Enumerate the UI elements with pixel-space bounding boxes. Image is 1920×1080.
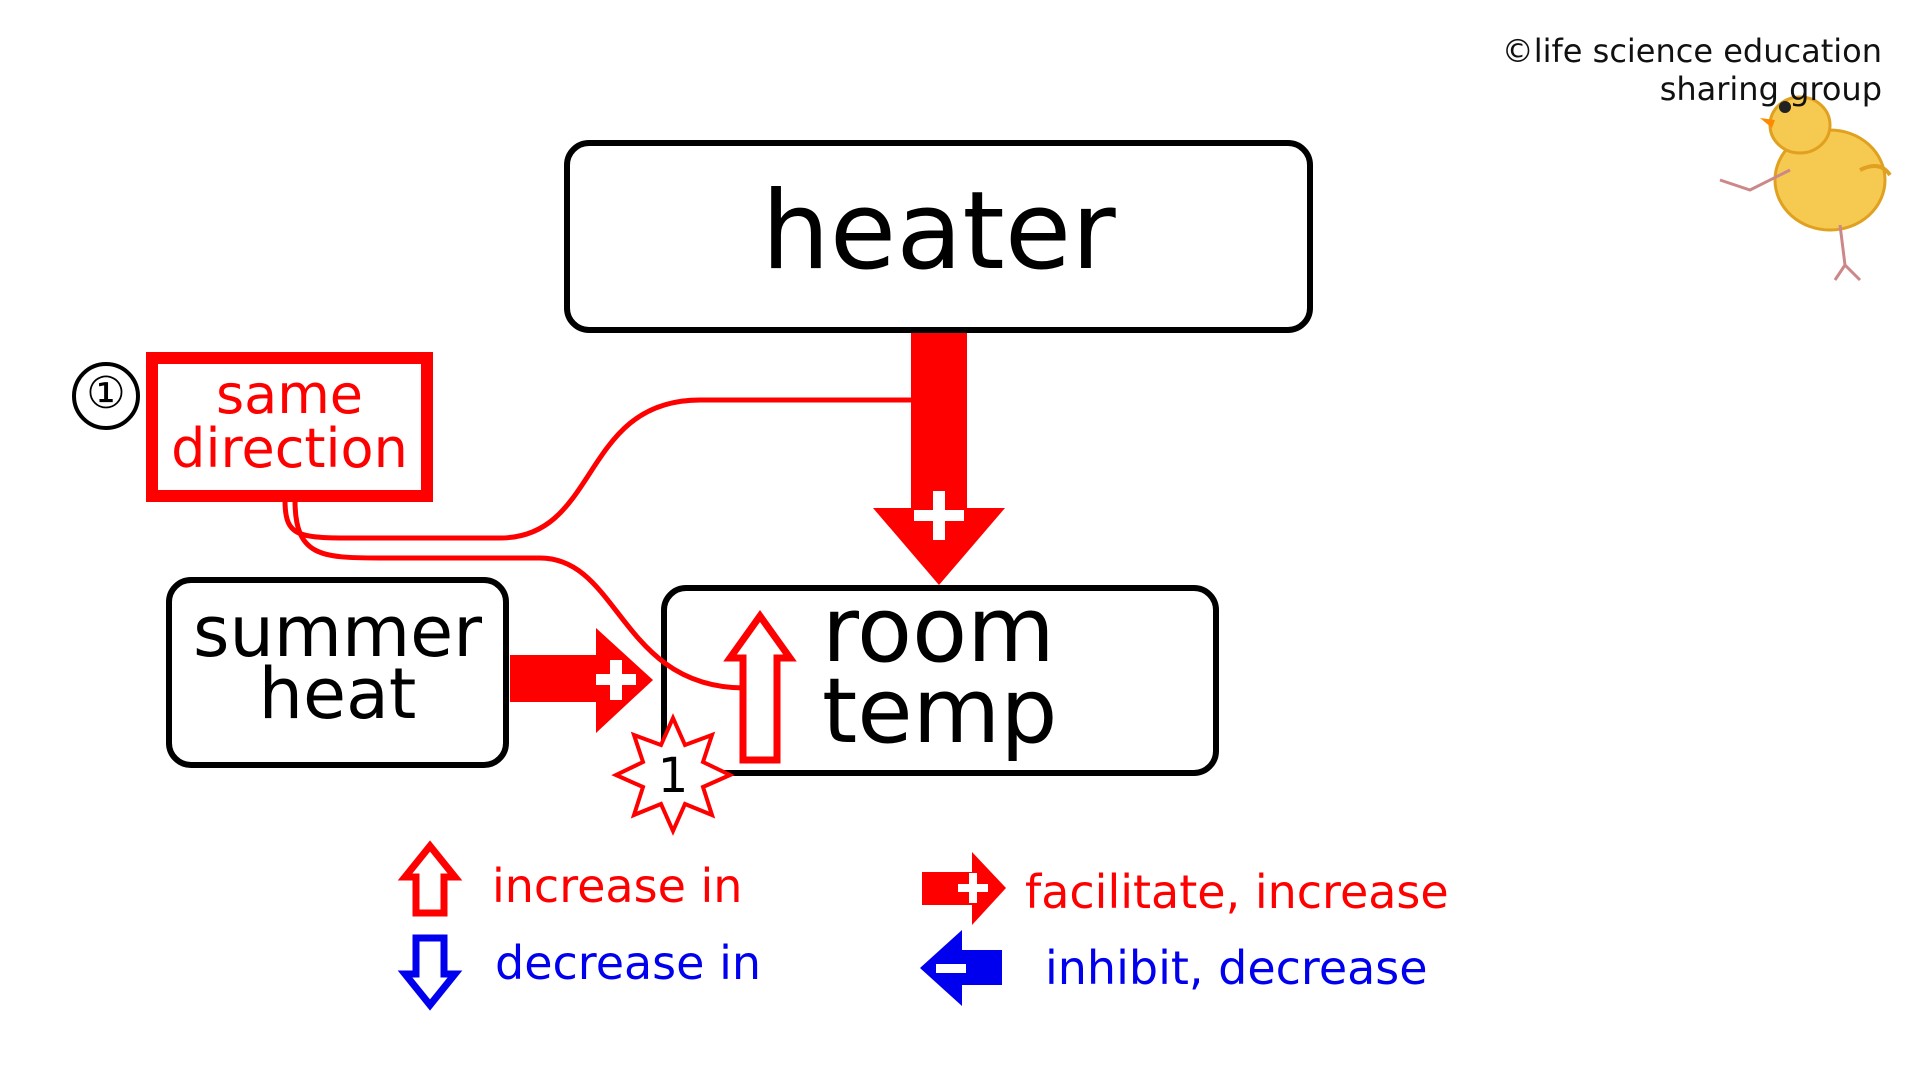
plus-arrow-icon (922, 852, 1006, 925)
summer-heat-label: summer heat (169, 591, 506, 735)
legend-facilitate-label: facilitate, increase (1025, 865, 1449, 919)
star-number-label: 1 (657, 748, 689, 804)
star-burst-icon (611, 713, 735, 836)
copyright-text: ©life science education sharing group (1502, 32, 1882, 109)
copyright-line-1: ©life science education (1501, 32, 1882, 70)
same-direction-label: same direction (152, 368, 427, 476)
heater-label: heater (761, 169, 1116, 294)
legend-inhibit-label: inhibit, decrease (1045, 941, 1428, 995)
chick-drawing-icon (1719, 95, 1892, 282)
same-direction-line-1: same (215, 363, 364, 426)
copyright-line-2: sharing group (1659, 70, 1882, 109)
room-temp-line-2: temp (822, 659, 1058, 764)
up-arrow-icon (397, 840, 463, 917)
summer-heat-line-2: heat (258, 652, 417, 735)
room-temp-label: room temp (822, 578, 1058, 764)
same-direction-box (146, 352, 433, 502)
circled-marker-label: ① (86, 368, 126, 419)
summer-heat-line-1: summer (192, 591, 483, 673)
same-direction-line-2: direction (171, 417, 408, 480)
legend-decrease-label: decrease in (495, 936, 762, 990)
room-temp-box (661, 585, 1219, 776)
minus-arrow-icon (920, 930, 1002, 1006)
heater-box (564, 140, 1313, 333)
summer-heat-box (166, 577, 509, 768)
legend-increase-label: increase in (492, 859, 743, 913)
summer-heat-facilitate-arrow (510, 628, 653, 733)
heater-facilitate-arrow (873, 333, 1005, 585)
circled-marker-icon (72, 362, 140, 430)
up-arrow-icon (723, 609, 797, 764)
room-temp-line-1: room (822, 578, 1055, 683)
down-arrow-icon (397, 934, 463, 1011)
same-direction-connectors (282, 397, 911, 691)
